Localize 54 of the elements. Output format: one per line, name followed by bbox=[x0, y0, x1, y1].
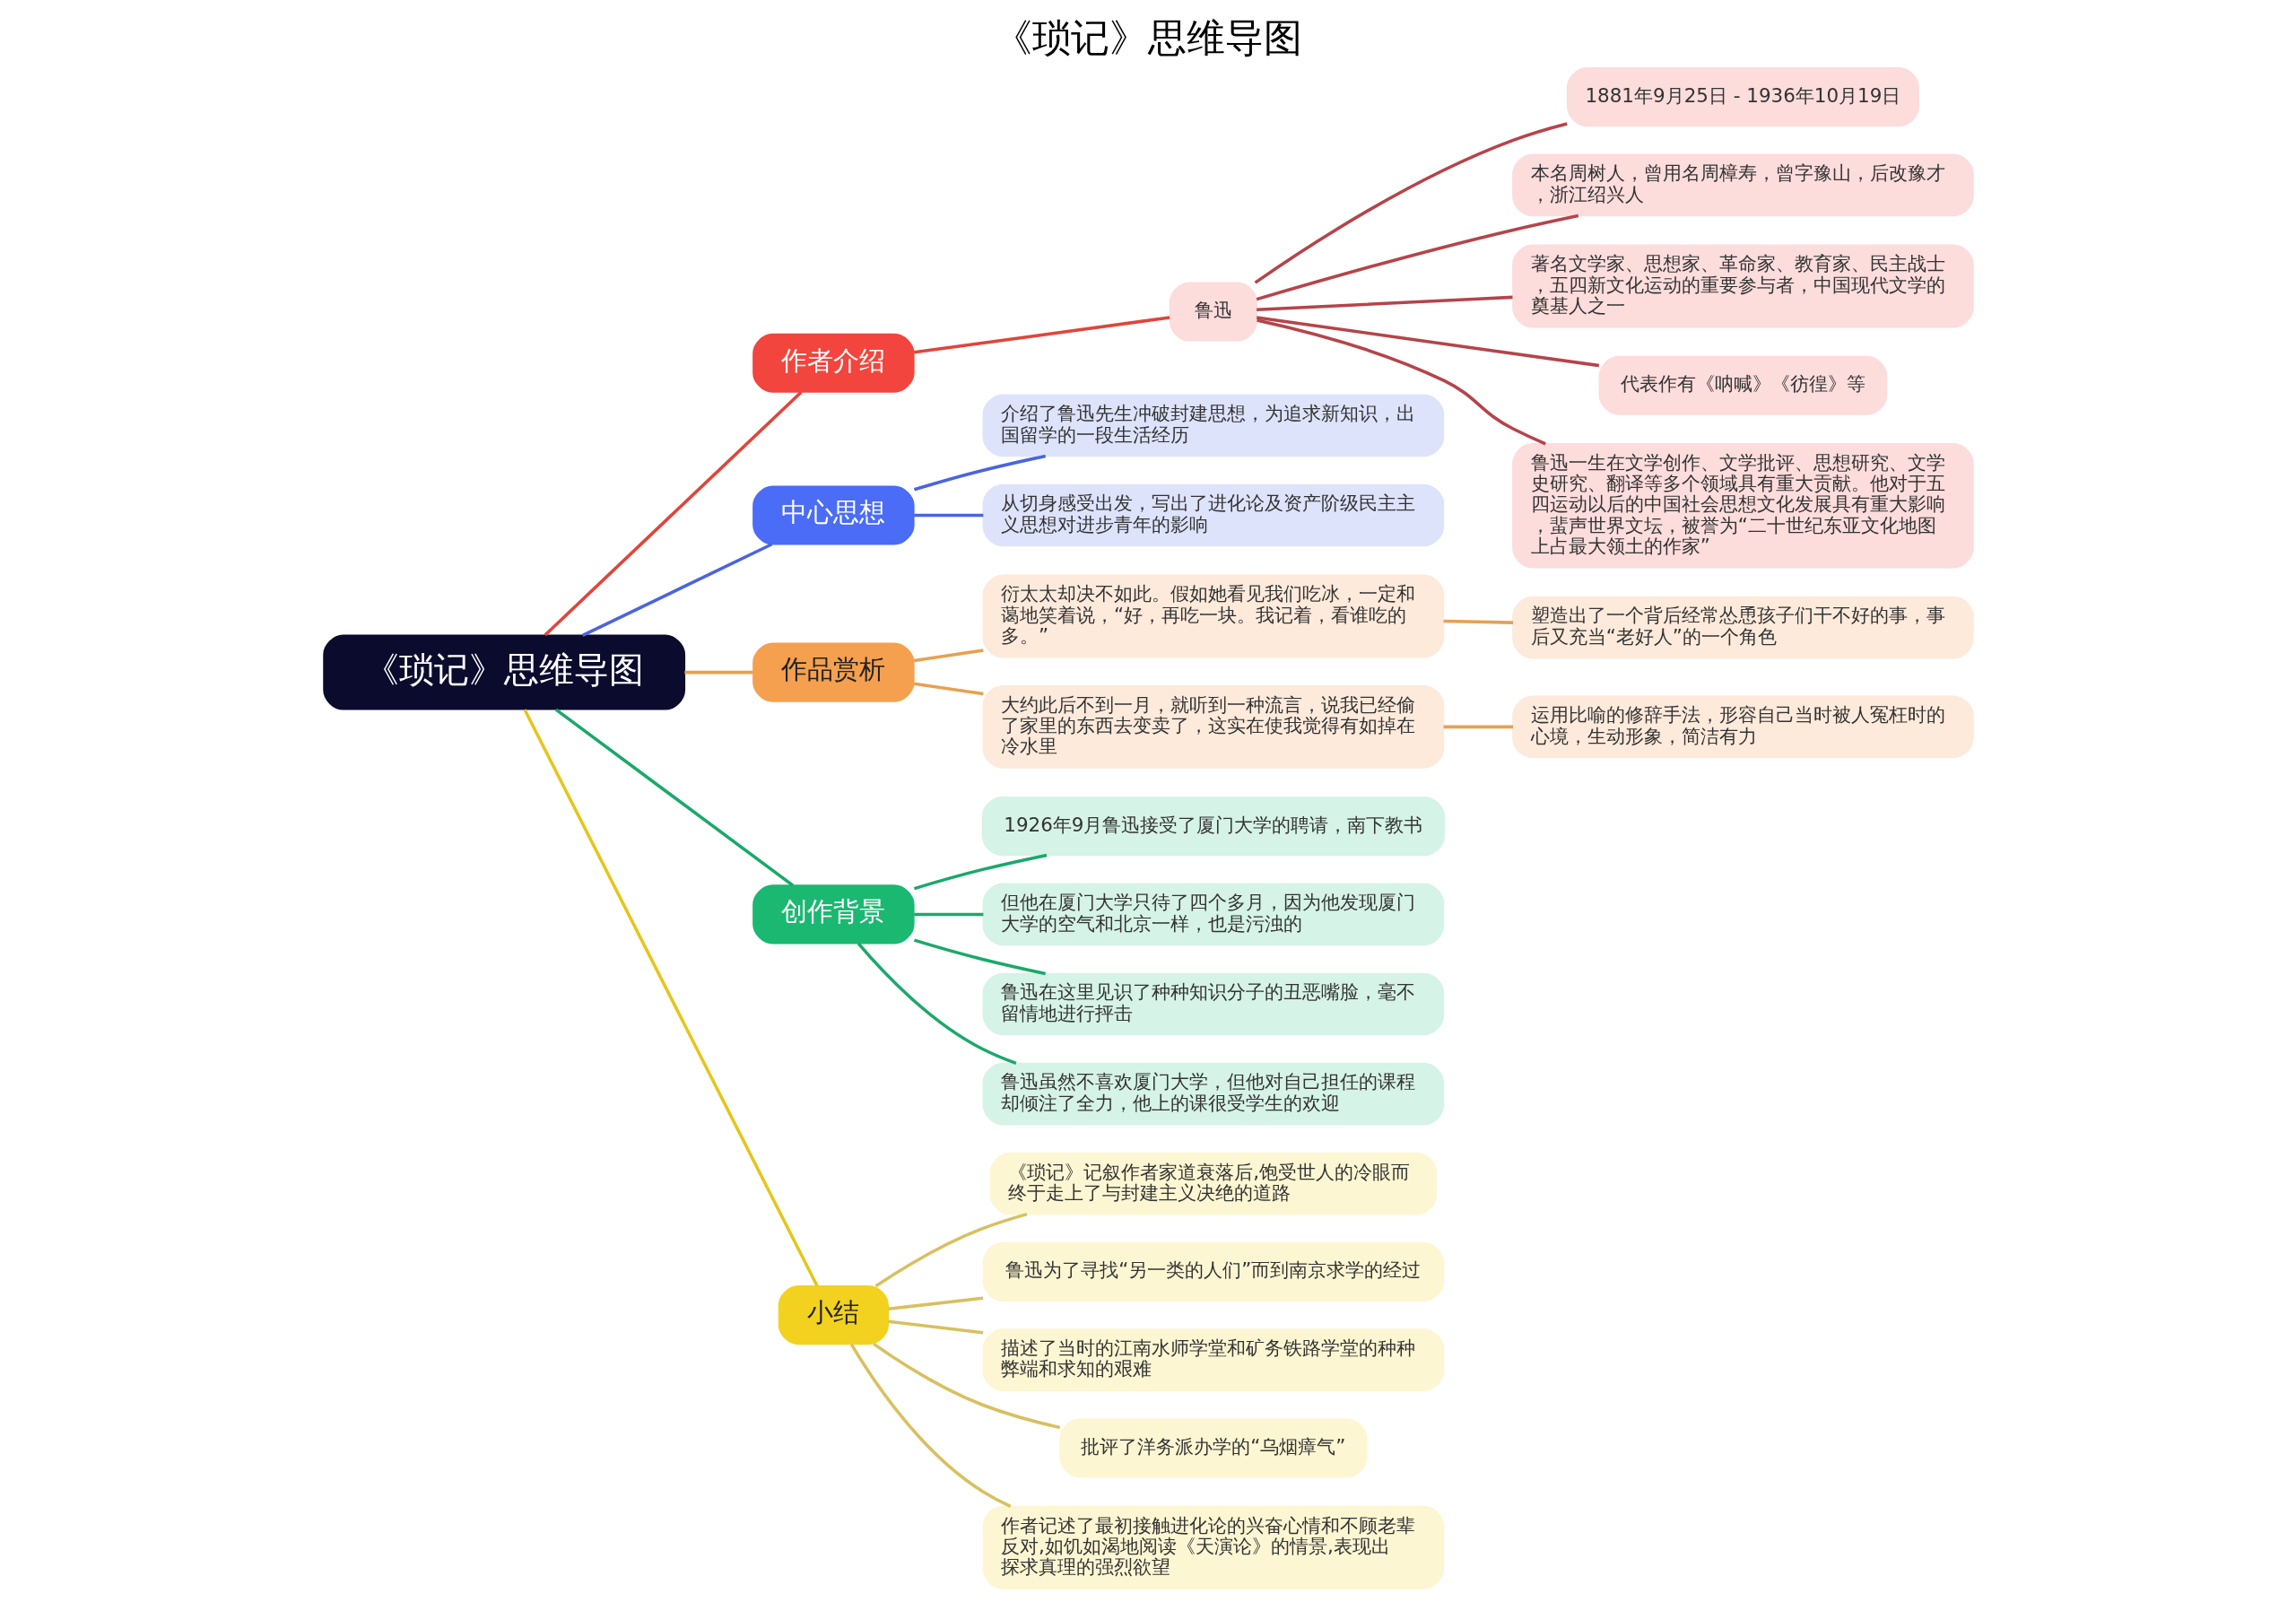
node-box: 介绍了鲁迅先生冲破封建思想，为追求新知识，出国留学的一段生活经历 bbox=[982, 394, 1444, 457]
connector bbox=[874, 1212, 1028, 1288]
node-box: 小结 bbox=[778, 1285, 889, 1345]
node-box: 著名文学家、思想家、革命家、教育家、民主战士，五四新文化运动的重要参与者，中国现代文学的奠基人之一 bbox=[1511, 244, 1974, 328]
node-box: 衍太太却决不如此。假如她看见我们吃冰，一定和蔼地笑着说，“好，再吃一块。我记着，看谁吃的多。” bbox=[982, 574, 1444, 658]
connector bbox=[913, 513, 983, 518]
connector bbox=[913, 316, 1170, 354]
node-box: 鲁迅为了寻找“另一类的人们”而到南京求学的经过 bbox=[982, 1241, 1444, 1302]
connector bbox=[554, 708, 794, 887]
connector bbox=[1256, 295, 1513, 312]
connector bbox=[913, 938, 1046, 976]
connector bbox=[1443, 619, 1513, 624]
connector bbox=[887, 1296, 983, 1311]
connector bbox=[581, 543, 772, 637]
node-box: 代表作有《呐喊》《彷徨》等 bbox=[1598, 355, 1887, 415]
node-box: 鲁迅 bbox=[1169, 282, 1257, 342]
node-box: 1881年9月25日 - 1936年10月19日 bbox=[1566, 67, 1919, 127]
node-box: 鲁迅虽然不喜欢厦门大学，但他对自己担任的课程却倾注了全力，他上的课很受学生的欢迎 bbox=[982, 1062, 1444, 1126]
connector bbox=[913, 682, 984, 696]
node-box: 鲁迅在这里见识了种种知识分子的丑恶嘴脸，毫不留情地进行抨击 bbox=[982, 972, 1444, 1036]
connector bbox=[1256, 213, 1578, 301]
node-box: 本名周树人，曾用名周樟寿，曾字豫山，后改豫才，浙江绍兴人 bbox=[1511, 153, 1974, 217]
node-box: 从切身感受出发，写出了进化论及资产阶级民主主义思想对进步青年的影响 bbox=[982, 483, 1444, 547]
connector bbox=[1254, 122, 1568, 284]
node-box: 运用比喻的修辞手法，形容自己当时被人冤枉时的心境，生动形象，简洁有力 bbox=[1511, 695, 1974, 759]
connector bbox=[913, 853, 1047, 891]
connector bbox=[913, 912, 983, 917]
node-box: 作者记述了最初接触进化论的兴奋心情和不顾老辈反对,如饥如渴地阅读《天演论》的情景,表现出探求真理的强烈欲望 bbox=[982, 1505, 1444, 1589]
node-box: 大约此后不到一月，就听到一种流言，说我已经偷了家里的东西去变卖了，这实在使我觉得有如掉在冷水里 bbox=[982, 684, 1444, 769]
connector bbox=[872, 1342, 1060, 1430]
connector bbox=[683, 670, 753, 675]
node-box: 鲁迅一生在文学创作、文学批评、思想研究、文学史研究、翻译等多个领域具有重大贡献。他对于五四运动以后的中国社会思想文化发展具有重大影响，蜚声世界文坛，被誉为“二十世纪东亚文化地图上占最大领土的作家” bbox=[1511, 443, 1974, 569]
connector bbox=[1443, 725, 1513, 729]
diagram-title: 《琐记》思维导图 bbox=[994, 14, 1302, 60]
connector bbox=[887, 1319, 983, 1335]
node-box: 塑造出了一个背后经常怂恿孩子们干不好的事，事后又充当“老好人”的一个角色 bbox=[1511, 596, 1974, 659]
node-box: 描述了当时的江南水师学堂和矿务铁路学堂的种种弊端和求知的艰难 bbox=[982, 1328, 1444, 1392]
node-box: 作品赏析 bbox=[752, 642, 915, 702]
node-box: 《琐记》记叙作者家道衰落后,饱受世人的冷眼而终于走上了与封建主义决绝的道路 bbox=[989, 1152, 1437, 1215]
connector bbox=[857, 942, 1017, 1066]
node-box: 但他在厦门大学只待了四个多月，因为他发现厦门大学的空气和北京一样，也是污浊的 bbox=[982, 883, 1444, 946]
node-box: 创作背景 bbox=[752, 884, 915, 945]
connector bbox=[913, 454, 1046, 492]
connector bbox=[913, 649, 984, 663]
connector bbox=[1256, 318, 1546, 446]
connector bbox=[849, 1343, 1011, 1509]
node-box: 中心思想 bbox=[752, 485, 915, 545]
connector bbox=[1256, 316, 1599, 368]
connector bbox=[544, 390, 803, 637]
node-box: 批评了洋务派办学的“乌烟瘴气” bbox=[1058, 1418, 1367, 1478]
node-box: 1926年9月鲁迅接受了厦门大学的聘请，南下教书 bbox=[981, 797, 1445, 857]
connector bbox=[523, 709, 819, 1287]
node-box: 作者介绍 bbox=[752, 333, 915, 393]
node-box: 《琐记》思维导图 bbox=[322, 634, 685, 710]
